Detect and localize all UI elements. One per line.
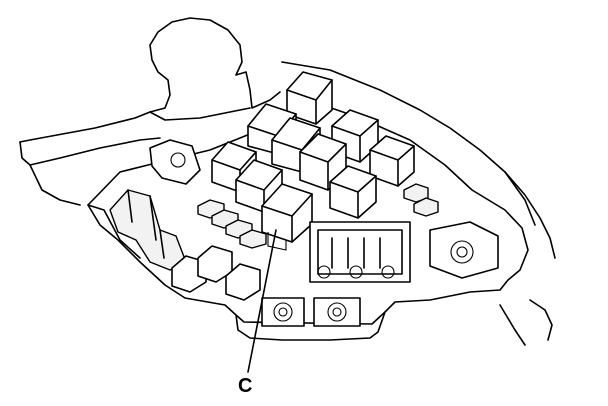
- relay-cluster: [211, 71, 415, 251]
- battery-terminals: [261, 297, 361, 327]
- lower-left-blocks: [171, 245, 261, 301]
- center-connector: [309, 221, 411, 283]
- leader-line-c: [247, 229, 277, 373]
- right-body-panel: [281, 61, 556, 346]
- left-bracket: [109, 139, 201, 271]
- fuse-slots: [197, 183, 439, 249]
- body-panel-outline: [19, 17, 281, 206]
- callout-label-c: C: [238, 375, 252, 397]
- right-terminal: [429, 221, 499, 279]
